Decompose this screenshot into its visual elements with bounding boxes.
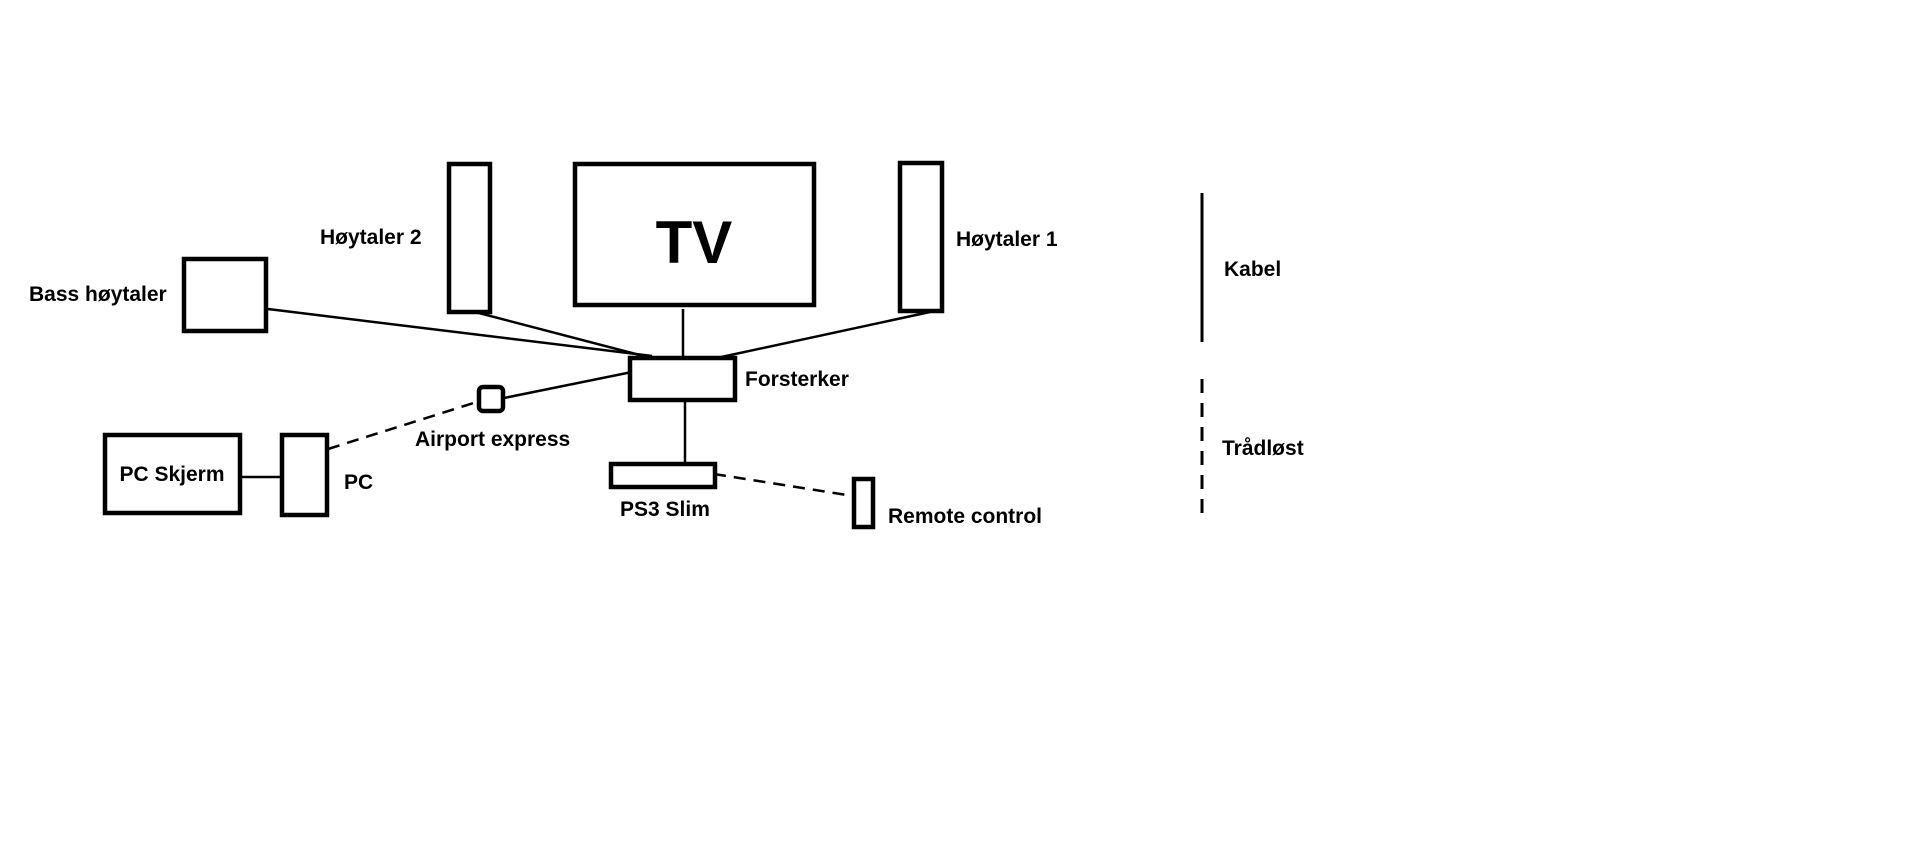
airport-express-box	[476, 384, 506, 414]
pc-airport-wireless	[327, 399, 481, 451]
airport-express-label: Airport express	[415, 428, 570, 451]
pc-label: PC	[344, 471, 373, 494]
airport-amplifier-cable	[503, 370, 633, 400]
speaker2-amplifier-cable	[474, 310, 656, 361]
amplifier-label: Forsterker	[745, 368, 849, 391]
ps3-box	[608, 461, 718, 490]
remote-control-label: Remote control	[888, 505, 1042, 528]
speaker1-amplifier-cable	[711, 310, 931, 361]
pc-monitor-label: PC Skjerm	[119, 463, 224, 486]
ps3-remote-wireless	[713, 472, 854, 498]
pc-monitor-box	[102, 432, 243, 516]
speaker-2-box	[446, 161, 493, 315]
speaker-1-box	[897, 160, 945, 314]
amplifier-box	[627, 355, 738, 403]
legend-wireless-label: Trådløst	[1222, 437, 1304, 460]
tv-label: TV	[656, 209, 733, 276]
speaker-1-label: Høytaler 1	[956, 228, 1058, 251]
bass-speaker-label: Bass høytaler	[29, 283, 167, 306]
tv-box	[572, 161, 817, 308]
bass-speaker-box	[181, 256, 269, 334]
speaker-2-label: Høytaler 2	[320, 226, 422, 249]
pc-box	[279, 432, 330, 518]
ps3-label: PS3 Slim	[620, 498, 710, 521]
remote-control-box	[851, 476, 876, 530]
legend-cable-label: Kabel	[1224, 258, 1281, 281]
bass-amplifier-cable	[267, 307, 653, 358]
